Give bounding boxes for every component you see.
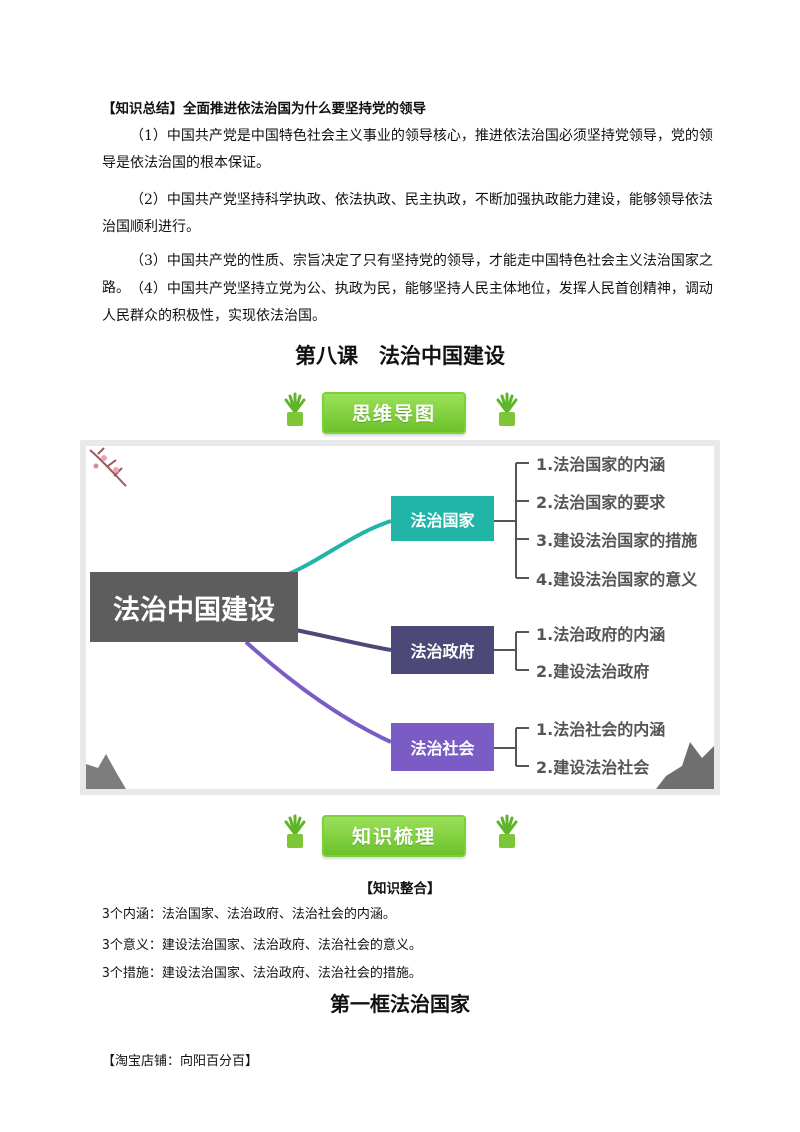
knowledge-banner-plate: 知识梳理 xyxy=(322,815,466,857)
plant-pot-icon xyxy=(496,392,518,426)
leaf-item: 1.法治社会的内涵 xyxy=(536,720,666,739)
mindmap-root: 法治中国建设 xyxy=(90,572,298,642)
summary-heading: 【知识总结】全面推进依法治国为什么要坚持党的领导 xyxy=(102,101,426,117)
section-title: 第一框法治国家 xyxy=(330,992,470,1016)
leaf-item: 2.法治国家的要求 xyxy=(536,493,666,512)
knowledge-banner-label: 知识梳理 xyxy=(351,826,436,848)
mindmap-banner-label: 思维导图 xyxy=(351,403,436,425)
integration-line: 3个意义：建设法治国家、法治政府、法治社会的意义。 xyxy=(102,938,422,953)
leaf-item: 1.法治国家的内涵 xyxy=(536,455,666,474)
branch-fazhi-zhengfu: 法治政府 xyxy=(391,626,494,674)
integration-line: 3个内涵：法治国家、法治政府、法治社会的内涵。 xyxy=(102,907,396,922)
mindmap-banner-plate: 思维导图 xyxy=(322,392,466,434)
summary-item-4: （4）中国共产党坚持立党为公、执政为民，能够坚持人民主体地位，发挥人民首创精神，… xyxy=(102,281,713,324)
integration-line: 3个措施：建设法治国家、法治政府、法治社会的措施。 xyxy=(102,966,422,981)
mindmap-connectors xyxy=(86,447,714,789)
leaf-item: 2.建设法治政府 xyxy=(536,662,650,681)
leaf-item: 4.建设法治国家的意义 xyxy=(536,570,698,589)
branch-fazhi-shehui: 法治社会 xyxy=(391,723,494,771)
footer-shop: 【淘宝店铺：向阳百分百】 xyxy=(102,1054,259,1069)
summary-item-1: （1）中国共产党是中国特色社会主义事业的领导核心，推进依法治国必须坚持党领导，党… xyxy=(102,128,713,171)
leaf-item: 3.建设法治国家的措施 xyxy=(536,531,698,550)
summary-item-3: （3）中国共产党的性质、宗旨决定了只有坚持党的领导，才能走中国特色社会主义法治国… xyxy=(102,253,713,296)
plant-pot-icon xyxy=(496,814,518,848)
leaf-item: 2.建设法治社会 xyxy=(536,758,650,777)
summary-item-2: （2）中国共产党坚持科学执政、依法执政、民主执政，不断加强执政能力建设，能够领导… xyxy=(102,192,713,235)
branch-fazhi-guojia: 法治国家 xyxy=(391,496,494,541)
leaf-item: 1.法治政府的内涵 xyxy=(536,625,666,644)
mindmap-frame: 法治中国建设 法治国家 法治政府 法治社会 1.法治国家的内涵 2.法治国家的要… xyxy=(80,440,720,795)
plant-pot-icon xyxy=(284,814,306,848)
lesson-title: 第八课 法治中国建设 xyxy=(295,343,505,368)
integration-heading: 【知识整合】 xyxy=(359,881,441,897)
plant-pot-icon xyxy=(284,392,306,426)
